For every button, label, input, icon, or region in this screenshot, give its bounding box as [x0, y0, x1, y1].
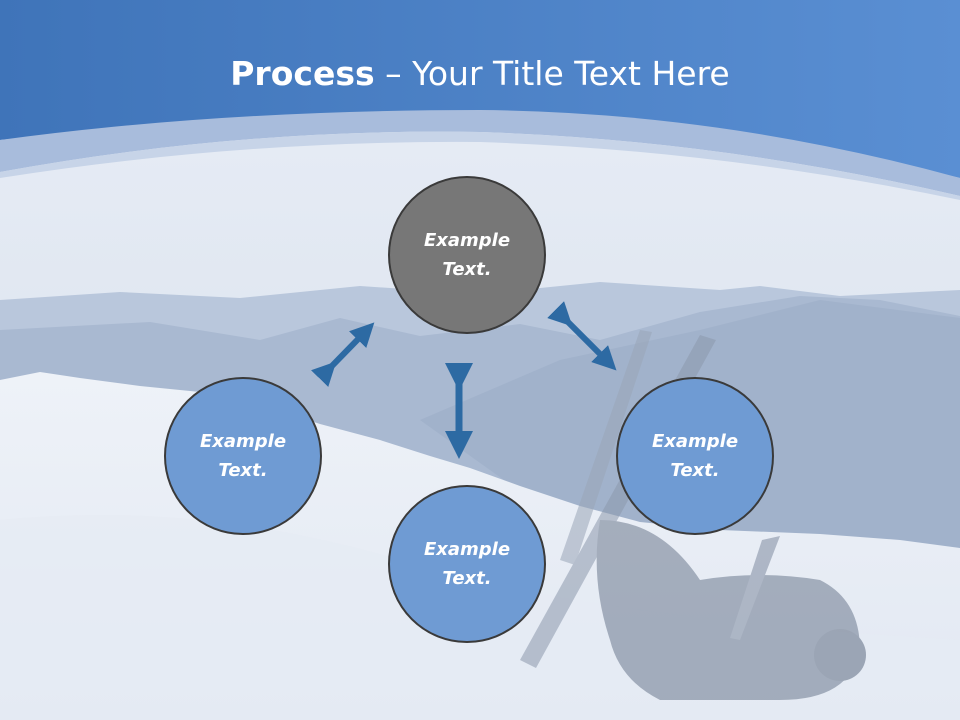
title-bold-text: Process — [230, 54, 375, 93]
node-right-line2: Text. — [670, 460, 720, 481]
process-node-left: Example Text. — [164, 377, 322, 535]
title-rest-text: – Your Title Text Here — [374, 54, 730, 93]
slide-title: Process – Your Title Text Here — [0, 52, 960, 96]
node-bottom-line2: Text. — [442, 568, 492, 589]
node-top-line1: Example — [423, 230, 511, 251]
process-node-top: Example Text. — [388, 176, 546, 334]
node-left-line2: Text. — [218, 460, 268, 481]
node-top-line2: Text. — [442, 259, 492, 280]
process-node-bottom: Example Text. — [388, 485, 546, 643]
arrow-top-right — [547, 301, 617, 371]
arrow-top-left — [311, 322, 375, 387]
node-left-line1: Example — [199, 431, 287, 452]
process-node-right: Example Text. — [616, 377, 774, 535]
node-bottom-line1: Example — [423, 539, 511, 560]
node-right-line1: Example — [651, 431, 739, 452]
